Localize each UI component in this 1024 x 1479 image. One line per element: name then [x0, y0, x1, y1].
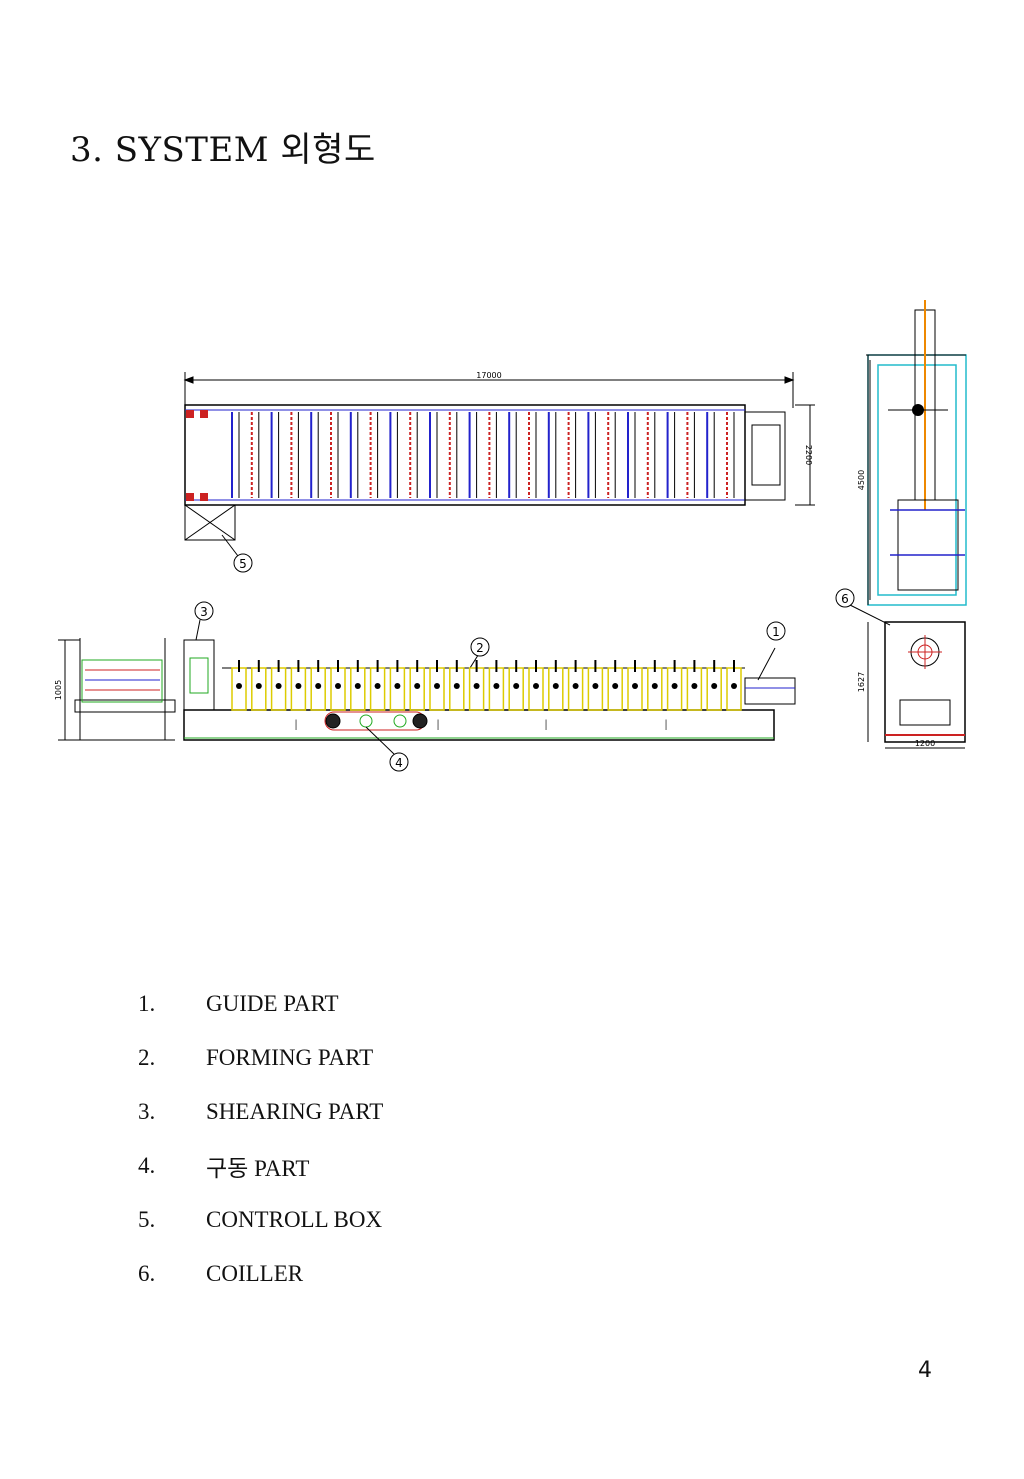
legend-item: 2. FORMING PART [138, 1031, 383, 1085]
legend-num: 2. [138, 1045, 156, 1070]
front-roller [255, 683, 262, 689]
page-number: 4 [918, 1358, 932, 1383]
top-view [183, 372, 815, 557]
front-roller [691, 683, 698, 689]
callout-4: 4 [389, 752, 409, 772]
svg-text:5: 5 [239, 557, 247, 571]
dim-coiler-width: 1200 [915, 739, 935, 748]
legend-label: FORMING PART [206, 1045, 374, 1070]
legend-label: 구동 PART [206, 1156, 310, 1181]
dim-side-height: 4500 [857, 470, 866, 490]
front-roller [731, 683, 737, 689]
legend-item: 5. CONTROLL BOX [138, 1193, 383, 1247]
legend-num: 3. [138, 1099, 156, 1124]
legend-label: CONTROLL BOX [206, 1207, 383, 1232]
front-roller [315, 683, 322, 689]
callout-2: 2 [470, 637, 490, 657]
dim-coiler-height: 1627 [857, 672, 866, 692]
legend-num: 5. [138, 1207, 156, 1232]
legend-num: 6. [138, 1261, 156, 1286]
front-roller [473, 683, 480, 689]
front-roller [612, 683, 619, 689]
coiler-view [849, 604, 966, 749]
front-view-rollers [231, 660, 742, 711]
callout-3: 3 [194, 601, 214, 621]
front-roller [513, 683, 520, 689]
front-roller [493, 683, 500, 689]
callout-1: 1 [766, 621, 786, 641]
front-roller [552, 683, 559, 689]
front-roller [572, 683, 579, 689]
svg-text:I: I [436, 718, 440, 734]
front-roller [335, 683, 341, 689]
legend-num: 1. [138, 991, 156, 1016]
front-roller [236, 683, 242, 689]
front-roller [394, 683, 401, 689]
dim-front-height: 1005 [54, 680, 63, 700]
dim-top-length: 17000 [476, 371, 501, 380]
front-roller [295, 683, 302, 689]
front-roller [592, 683, 599, 689]
legend-label: GUIDE PART [206, 991, 339, 1016]
svg-text:I: I [664, 718, 668, 734]
legend-label: SHEARING PART [206, 1099, 384, 1124]
svg-text:1: 1 [772, 625, 780, 639]
svg-text:I: I [544, 718, 548, 734]
legend-item: 4. 구동 PART [138, 1139, 383, 1193]
page-title: 3. SYSTEM 외형도 [70, 130, 376, 170]
svg-text:4: 4 [395, 756, 403, 770]
svg-text:3: 3 [200, 605, 208, 619]
dim-top-width: 2200 [804, 445, 813, 465]
legend-item: 6. COILLER [138, 1247, 383, 1301]
front-roller [632, 683, 638, 689]
callout-6: 6 [835, 588, 855, 608]
svg-text:6: 6 [841, 592, 849, 606]
top-view-rollers [231, 412, 735, 498]
svg-text:I: I [294, 718, 298, 734]
front-roller [651, 683, 658, 689]
svg-text:2: 2 [476, 641, 484, 655]
legend-item: 3. SHEARING PART [138, 1085, 383, 1139]
front-roller [414, 683, 421, 689]
side-view [866, 300, 967, 606]
parts-legend: 1. GUIDE PART 2. FORMING PART 3. SHEARING P… [138, 977, 383, 1301]
front-roller [671, 683, 678, 689]
front-roller [533, 683, 539, 689]
legend-num: 4. [138, 1153, 156, 1178]
front-roller [275, 683, 282, 689]
front-roller [374, 683, 381, 689]
front-roller [711, 683, 718, 689]
legend-item: 1. GUIDE PART [138, 977, 383, 1031]
front-roller [354, 683, 361, 689]
front-roller [434, 683, 440, 689]
callout-5: 5 [233, 553, 253, 573]
end-view [58, 638, 176, 741]
front-roller [453, 683, 460, 689]
legend-label: COILLER [206, 1261, 304, 1286]
